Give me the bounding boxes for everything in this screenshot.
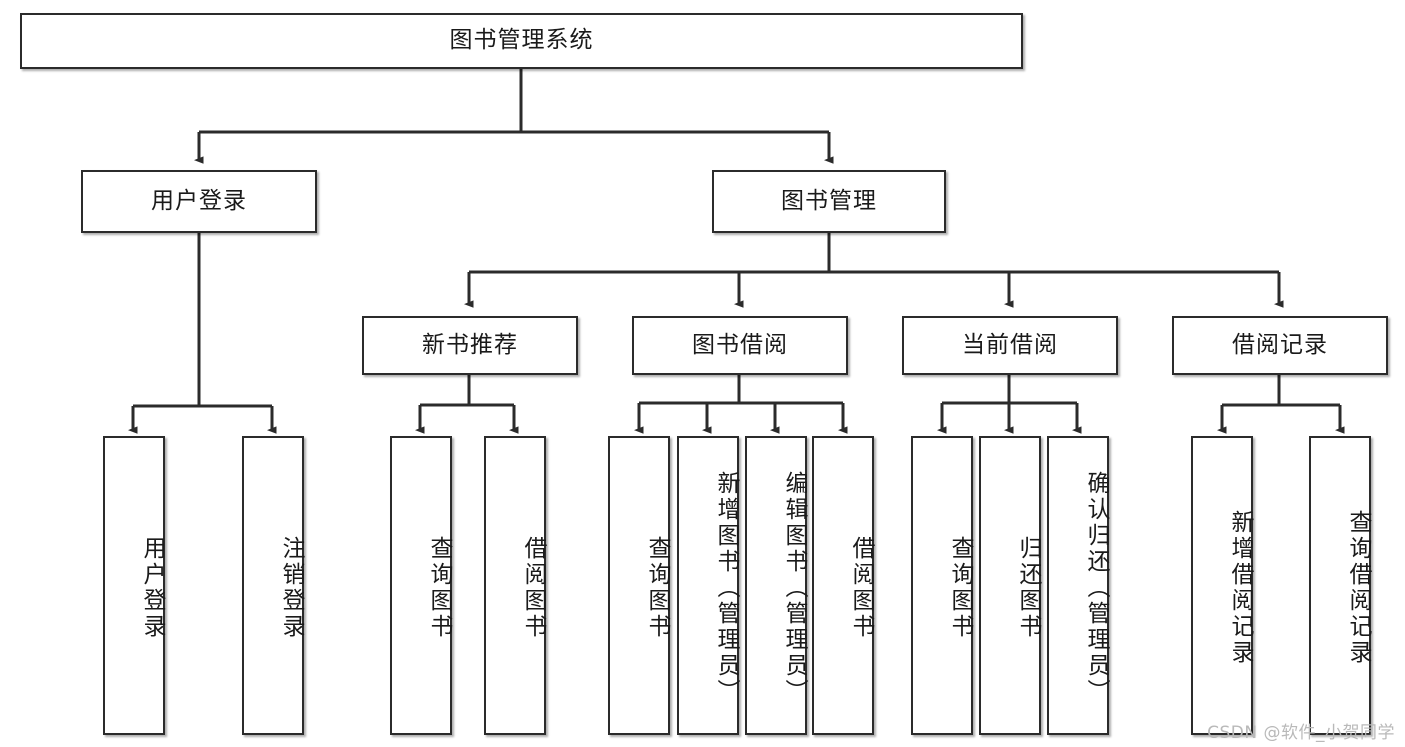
node-book-management-label: 图书管理	[781, 187, 877, 214]
node-root-system-label: 图书管理系统	[449, 27, 594, 54]
node-leaf-confirm-return-admin[interactable]: 确认归还（管理员）	[1047, 436, 1109, 735]
node-user-login-label: 用户登录	[151, 187, 247, 214]
node-leaf-edit-book-admin[interactable]: 编辑图书（管理员）	[745, 436, 807, 735]
node-current-borrow-label: 当前借阅	[962, 331, 1058, 358]
node-leaf-query-book-recommend[interactable]: 查询图书	[390, 436, 452, 735]
node-book-borrow-label: 图书借阅	[692, 331, 788, 358]
node-leaf-edit-book-admin-label: 编辑图书（管理员）	[781, 470, 807, 705]
node-leaf-query-borrow-record-label: 查询借阅记录	[1345, 509, 1371, 666]
csdn-watermark: CSDN @软件_小贺同学	[1207, 723, 1395, 743]
node-leaf-logout-label: 注销登录	[278, 535, 304, 640]
node-book-borrow[interactable]: 图书借阅	[632, 316, 848, 375]
node-leaf-query-book-current-label: 查询图书	[947, 535, 973, 640]
node-leaf-user-login[interactable]: 用户登录	[103, 436, 165, 735]
node-leaf-query-book-borrow-label: 查询图书	[644, 535, 670, 640]
node-leaf-return-book[interactable]: 归还图书	[979, 436, 1041, 735]
node-leaf-add-borrow-record[interactable]: 新增借阅记录	[1191, 436, 1253, 735]
node-new-book-recommend-label: 新书推荐	[422, 331, 518, 358]
node-leaf-return-book-label: 归还图书	[1015, 535, 1041, 640]
node-leaf-borrow-book[interactable]: 借阅图书	[812, 436, 874, 735]
node-leaf-borrow-book-recommend[interactable]: 借阅图书	[484, 436, 546, 735]
node-leaf-query-book-recommend-label: 查询图书	[426, 535, 452, 640]
node-new-book-recommend[interactable]: 新书推荐	[362, 316, 578, 375]
node-leaf-query-borrow-record[interactable]: 查询借阅记录	[1309, 436, 1371, 735]
node-leaf-add-book-admin[interactable]: 新增图书（管理员）	[677, 436, 739, 735]
node-leaf-borrow-book-label: 借阅图书	[848, 535, 874, 640]
node-borrow-record[interactable]: 借阅记录	[1172, 316, 1388, 375]
node-current-borrow[interactable]: 当前借阅	[902, 316, 1118, 375]
node-leaf-user-login-label: 用户登录	[139, 535, 165, 640]
node-leaf-query-book-current[interactable]: 查询图书	[911, 436, 973, 735]
node-root-system[interactable]: 图书管理系统	[20, 13, 1023, 69]
node-leaf-confirm-return-admin-label: 确认归还（管理员）	[1083, 470, 1109, 705]
node-leaf-logout[interactable]: 注销登录	[242, 436, 304, 735]
node-leaf-borrow-book-recommend-label: 借阅图书	[520, 535, 546, 640]
node-leaf-add-book-admin-label: 新增图书（管理员）	[713, 470, 739, 705]
node-leaf-add-borrow-record-label: 新增借阅记录	[1227, 509, 1253, 666]
node-borrow-record-label: 借阅记录	[1232, 331, 1328, 358]
node-leaf-query-book-borrow[interactable]: 查询图书	[608, 436, 670, 735]
node-user-login[interactable]: 用户登录	[81, 170, 317, 233]
node-book-management[interactable]: 图书管理	[712, 170, 946, 233]
